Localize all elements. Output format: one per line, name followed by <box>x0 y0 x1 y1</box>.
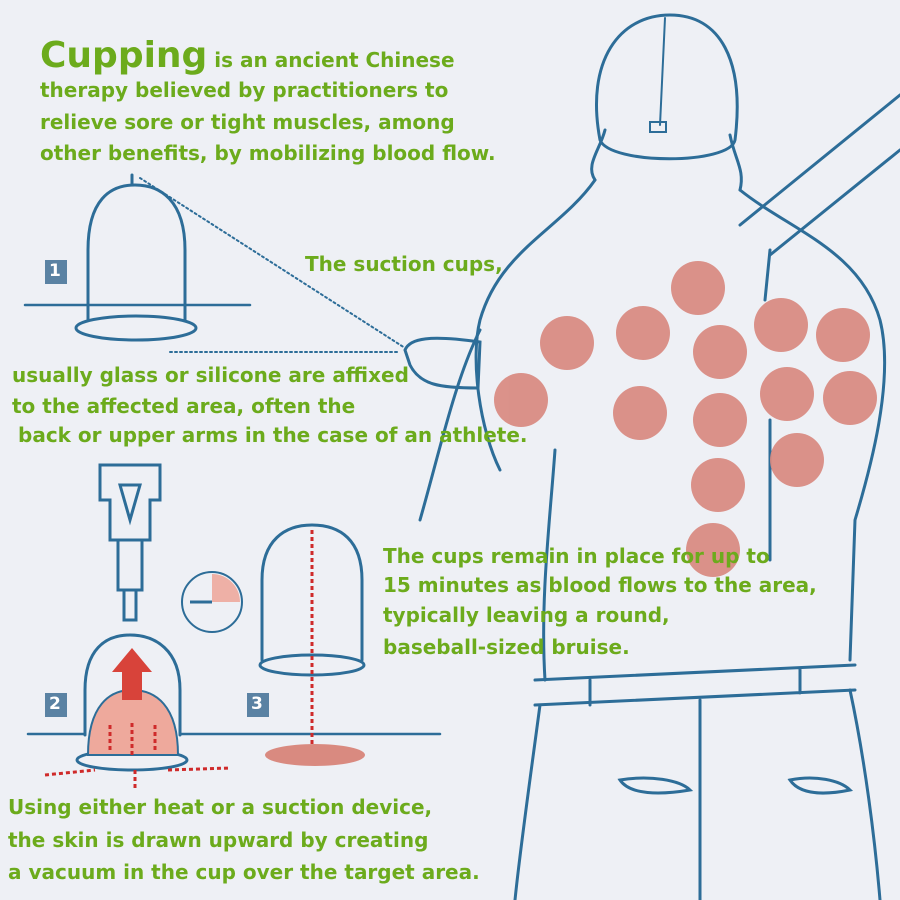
pump <box>98 463 162 542</box>
cupping-mark <box>760 367 814 421</box>
cupping-mark <box>616 306 670 360</box>
head <box>595 13 739 161</box>
belt <box>533 663 857 707</box>
method-line: a vacuum in the cup over the target area… <box>8 860 480 884</box>
cups-line: back or upper arms in the case of an ath… <box>18 423 528 447</box>
cupping-mark <box>823 371 877 425</box>
cupping-mark <box>540 316 594 370</box>
intro-line: other benefits, by mobilizing blood flow… <box>40 141 496 165</box>
method-line: Using either heat or a suction device, <box>8 795 433 819</box>
cupping-mark <box>691 458 745 512</box>
cups-line: usually glass or silicone are affixed <box>12 363 409 387</box>
step-badge-2 <box>45 693 67 717</box>
title-word: Cupping <box>40 35 208 76</box>
bat <box>738 93 900 257</box>
title-rest: is an ancient Chinese <box>207 48 455 72</box>
up-arrow <box>112 648 152 700</box>
step-badge-1 <box>45 260 67 284</box>
intro-line: relieve sore or tight muscles, among <box>40 110 455 134</box>
torso <box>474 178 887 662</box>
bruise <box>265 744 365 766</box>
cupping-mark <box>816 308 870 362</box>
method-line: the skin is drawn upward by creating <box>8 828 429 852</box>
cupping-mark <box>613 386 667 440</box>
intro-title: Cupping is an ancient Chinese <box>40 38 455 74</box>
pocket <box>787 776 854 795</box>
cupping-mark <box>693 393 747 447</box>
cup-2 <box>83 633 182 737</box>
cup-1 <box>86 183 187 322</box>
cupping-mark <box>693 325 747 379</box>
step-number-3: 3 <box>251 694 263 714</box>
step-number-2: 2 <box>49 694 61 714</box>
arm-cup <box>403 336 482 390</box>
remain-line: typically leaving a round, <box>383 603 670 627</box>
cup-3 <box>260 523 364 662</box>
remain-line: baseball-sized bruise. <box>383 635 630 659</box>
step-number-1: 1 <box>49 261 61 281</box>
clock-icon <box>181 571 243 633</box>
cupping-mark <box>770 433 824 487</box>
pocket <box>617 776 694 795</box>
cupping-mark <box>671 261 725 315</box>
cups-heading: The suction cups, <box>305 252 503 276</box>
pants <box>513 688 882 900</box>
step-badge-3 <box>247 693 269 717</box>
remain-line: The cups remain in place for up to <box>383 544 770 568</box>
cupping-mark <box>686 523 740 577</box>
cupping-mark <box>754 298 808 352</box>
cups-line: to the affected area, often the <box>12 394 356 418</box>
cupping-mark <box>494 373 548 427</box>
intro-line: therapy believed by practitioners to <box>40 78 449 102</box>
remain-line: 15 minutes as blood flows to the area, <box>383 573 817 597</box>
